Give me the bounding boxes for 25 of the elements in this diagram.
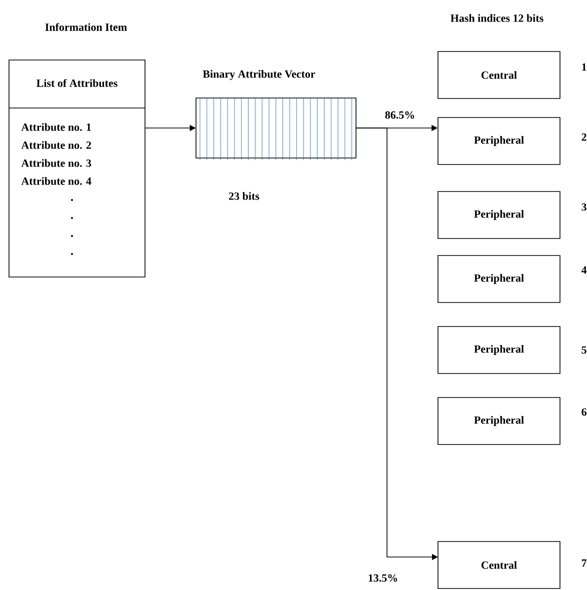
hash-box: Peripheral (438, 191, 560, 239)
list-item: Attribute no. 4 (21, 177, 92, 185)
box-title: Binary Attribute Vector (202, 70, 316, 80)
list-item: Attribute no. 1 (21, 123, 91, 131)
index-number: 1 (582, 63, 586, 71)
list-item: Attribute no. 3 (21, 159, 92, 167)
heading: Hash indices 12 bits (450, 14, 544, 22)
heading: Information Item (45, 23, 127, 31)
index-number: 4 (581, 266, 587, 274)
hash-box: Peripheral (438, 117, 560, 165)
list-item: Attribute no. 2 (21, 141, 91, 149)
hash-box: Peripheral (438, 255, 560, 303)
bit-count: 23 bits (229, 192, 260, 200)
hash-box: Peripheral (438, 326, 560, 374)
index-number: 2 (582, 133, 586, 141)
index-number: 7 (582, 559, 586, 567)
hash-box: Central (438, 51, 560, 99)
box-heading: List of Attributes (36, 79, 118, 87)
hash-box: Central (438, 541, 560, 589)
index-number: 5 (582, 346, 586, 354)
index-number: 6 (582, 408, 586, 416)
hash-box: Peripheral (438, 397, 560, 445)
edge-label: 86.5% (385, 111, 414, 119)
index-number: 3 (582, 203, 586, 211)
edge-label: 13.5% (368, 574, 398, 582)
